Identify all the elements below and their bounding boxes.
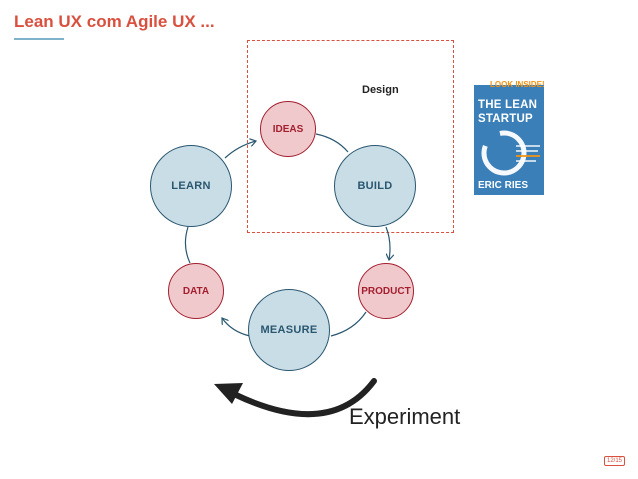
node-measure: MEASURE bbox=[248, 289, 330, 371]
design-label: Design bbox=[362, 84, 399, 96]
design-box bbox=[247, 40, 454, 233]
book-cover-image: THE LEAN STARTUP ERIC RIES bbox=[474, 85, 544, 195]
node-product: PRODUCT bbox=[358, 263, 414, 319]
page-indicator: 12/15 bbox=[604, 456, 626, 466]
book-look-inside-badge: LOOK INSIDE! bbox=[490, 80, 545, 89]
node-build: BUILD bbox=[334, 145, 416, 227]
experiment-arrow-head bbox=[214, 383, 243, 404]
connector-measure-data bbox=[222, 318, 251, 337]
connector-product-measure bbox=[330, 311, 367, 337]
experiment-label: Experiment bbox=[349, 404, 461, 429]
slide-title: Lean UX com Agile UX ... bbox=[14, 12, 215, 31]
node-learn: LEARN bbox=[150, 145, 232, 227]
book-swirl-graphic bbox=[481, 130, 540, 176]
title-underline bbox=[14, 38, 64, 40]
book-author: ERIC RIES bbox=[478, 180, 529, 191]
connector-data-learn bbox=[184, 226, 191, 264]
book-title-line2: STARTUP bbox=[478, 113, 533, 125]
node-ideas: IDEAS bbox=[260, 101, 316, 157]
book-title-line1: THE LEAN bbox=[478, 99, 538, 111]
node-data: DATA bbox=[168, 263, 224, 319]
